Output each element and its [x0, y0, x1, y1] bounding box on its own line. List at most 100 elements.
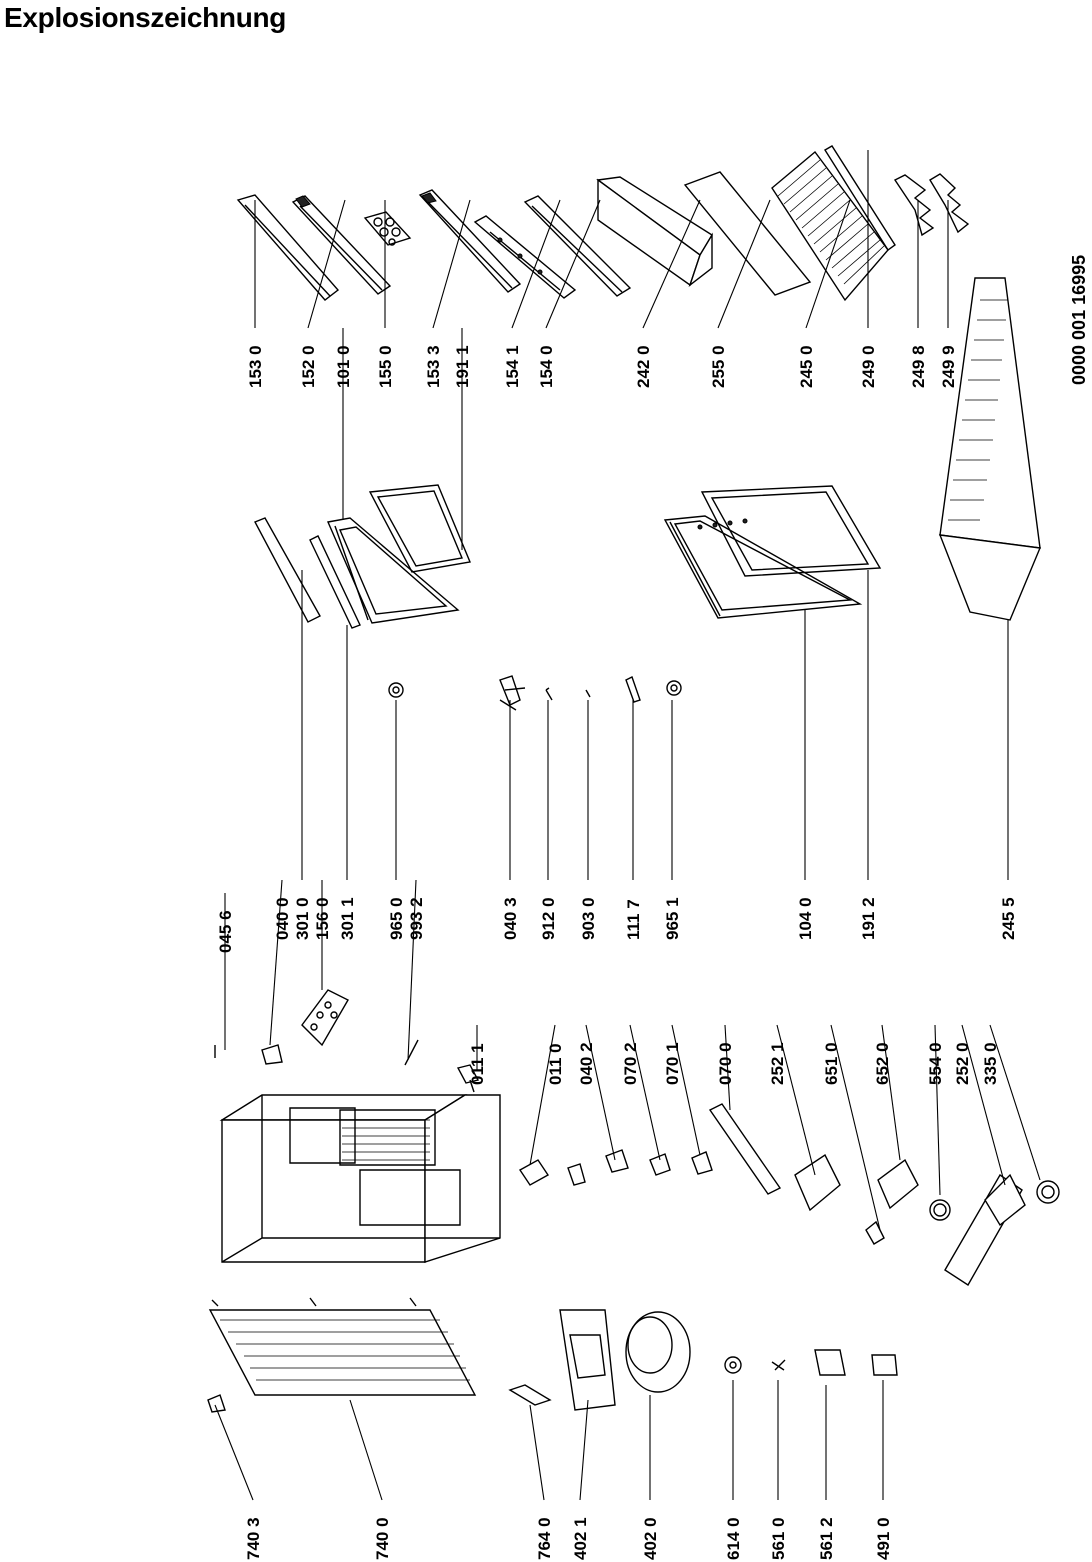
- part-label-070-0: 070 0: [716, 1042, 735, 1085]
- part-label-154-0: 154 0: [537, 345, 556, 388]
- ring-335-0: [1036, 1180, 1060, 1204]
- part-label-249-8: 249 8: [909, 345, 928, 388]
- compressor-402-0: [625, 1311, 691, 1393]
- part-label-242-0: 242 0: [634, 345, 653, 388]
- leader-line-652-0: [881, 1024, 901, 1161]
- wire-561-0: [771, 1359, 786, 1371]
- door-shelf-152-0: [291, 195, 392, 295]
- part-label-045-6: 045 6: [216, 910, 235, 953]
- part-label-191-2: 191 2: [859, 897, 878, 940]
- bolt-011-0: [567, 1163, 586, 1186]
- part-label-651-0: 651 0: [822, 1042, 841, 1085]
- part-label-965-0: 965 0: [387, 897, 406, 940]
- egg-tray-155-0: [363, 211, 412, 246]
- door-shelf-153-0: [236, 194, 340, 301]
- leader-line-993-2: [407, 879, 417, 1061]
- part-label-153-0: 153 0: [246, 345, 265, 388]
- spring-554-0: [929, 1199, 951, 1221]
- condenser-740-0: [208, 1297, 477, 1396]
- leader-line-245-0: [805, 199, 851, 329]
- control-unit-252-0: [944, 1173, 1026, 1286]
- leader-line-651-0: [830, 1024, 881, 1231]
- part-label-245-5: 245 5: [999, 897, 1018, 940]
- strip-301-1: [309, 535, 361, 629]
- hinge-011-0: [518, 1159, 550, 1186]
- gasket-191-1: [368, 484, 471, 573]
- panel-301-0: [254, 517, 321, 623]
- part-label-764-0: 764 0: [535, 1517, 554, 1560]
- part-label-155-0: 155 0: [376, 345, 395, 388]
- crisper-drawer-242-0: [596, 176, 713, 287]
- part-label-252-1: 252 1: [768, 1042, 787, 1085]
- main-door-104-0: [663, 515, 863, 619]
- leader-line-154-0: [545, 199, 601, 329]
- lamp-651-0: [865, 1220, 885, 1245]
- part-label-740-0: 740 0: [373, 1517, 392, 1560]
- leader-line-252-0: [961, 1024, 1006, 1186]
- strip-249-0: [824, 145, 896, 252]
- leader-line-011-0: [529, 1024, 556, 1166]
- knob-965-0: [388, 682, 404, 698]
- leader-line-152-0: [307, 199, 346, 329]
- clip-740-3: [207, 1394, 226, 1413]
- part-label-153-3: 153 3: [424, 345, 443, 388]
- page-title: Explosionszeichnung: [4, 2, 287, 33]
- part-label-301-0: 301 0: [293, 897, 312, 940]
- part-label-191-1: 191 1: [453, 345, 472, 388]
- leader-line-335-0: [989, 1024, 1041, 1181]
- vent-grille-156-0: [301, 989, 349, 1047]
- part-label-111-7: 111 7: [624, 899, 643, 940]
- part-label-402-1: 402 1: [571, 1517, 590, 1560]
- part-label-245-0: 245 0: [797, 345, 816, 388]
- leader-line-764-0: [529, 1404, 545, 1501]
- door-shelf-154-1: [473, 215, 577, 299]
- part-label-249-0: 249 0: [859, 345, 878, 388]
- leader-line-070-0: [724, 1024, 731, 1111]
- leader-line-153-3: [432, 199, 471, 329]
- bar-111-7: [625, 676, 641, 703]
- thermostat-bracket-040-3: [499, 675, 526, 711]
- leader-line-252-1: [776, 1024, 816, 1176]
- cap-491-0: [871, 1354, 898, 1376]
- glass-shelf-255-0: [683, 171, 812, 296]
- freezer-door-101-0: [327, 517, 460, 624]
- door-shelf-153-3: [418, 189, 522, 293]
- part-label-154-1: 154 1: [503, 345, 522, 388]
- leader-line-040-0: [269, 879, 283, 1046]
- part-label-491-0: 491 0: [874, 1517, 893, 1560]
- part-label-255-0: 255 0: [709, 345, 728, 388]
- leader-line-554-0: [934, 1024, 941, 1196]
- thermostat-652-0: [877, 1158, 919, 1210]
- leader-line-154-1: [511, 199, 561, 329]
- gasket-191-2: [700, 485, 882, 577]
- leader-line-740-0: [349, 1399, 383, 1501]
- wire-basket-245-5: [938, 277, 1041, 621]
- rail-070-0: [708, 1103, 782, 1195]
- screw-903-0: [585, 689, 591, 698]
- part-label-156-0: 156 0: [313, 897, 332, 940]
- bracket-249-9: [929, 173, 970, 234]
- part-label-554-0: 554 0: [926, 1042, 945, 1085]
- part-label-614-0: 614 0: [724, 1517, 743, 1560]
- bracket-070-1: [691, 1151, 713, 1175]
- relay-614-0: [724, 1356, 742, 1374]
- part-label-335-0: 335 0: [981, 1042, 1000, 1085]
- part-label-249-9: 249 9: [939, 345, 958, 388]
- bracket-249-8: [893, 174, 935, 237]
- leader-line-070-2: [629, 1024, 661, 1161]
- part-label-040-0: 040 0: [273, 897, 292, 940]
- leader-line-242-0: [642, 199, 701, 329]
- cabinet-housing: [219, 1094, 501, 1263]
- bracket-070-2: [649, 1153, 671, 1176]
- screw-011-1: [456, 1064, 480, 1093]
- part-label-152-0: 152 0: [299, 345, 318, 388]
- part-label-740-3: 740 3: [244, 1517, 263, 1560]
- part-label-965-1: 965 1: [663, 897, 682, 940]
- part-label-561-2: 561 2: [817, 1517, 836, 1560]
- knob-965-1: [666, 680, 682, 696]
- part-label-993-2: 993 2: [407, 897, 426, 940]
- part-label-040-2: 040 2: [577, 1042, 596, 1085]
- leader-line-402-1: [579, 1399, 589, 1501]
- terminal-561-2: [814, 1349, 846, 1376]
